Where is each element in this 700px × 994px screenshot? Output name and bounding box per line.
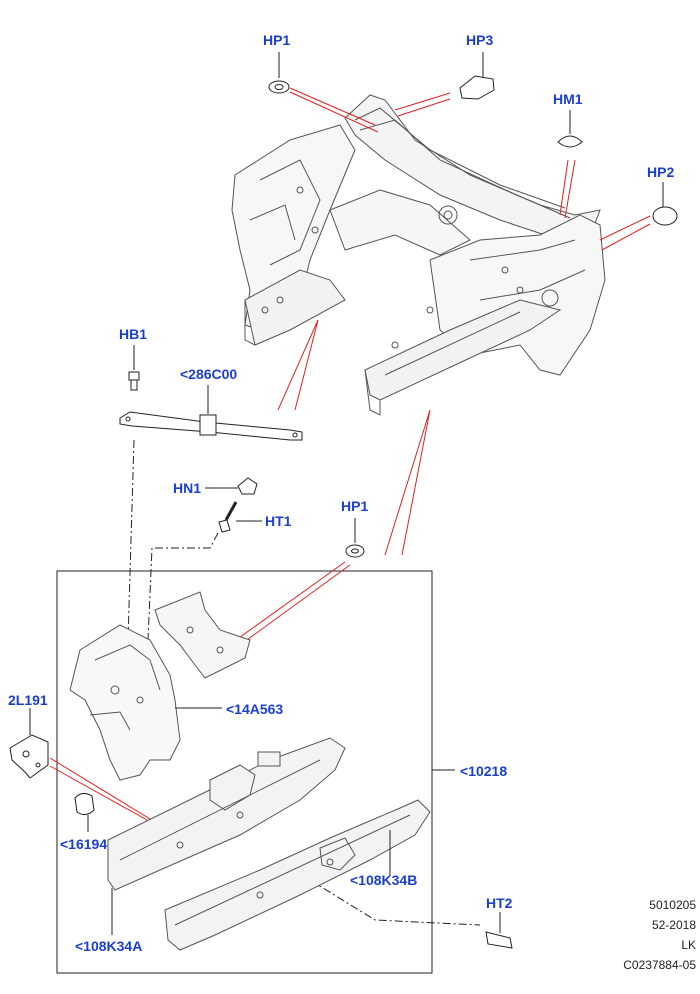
ref-line-1: 5010205 (649, 898, 696, 912)
ht2-bolt (485, 912, 513, 949)
front-body-structure (231, 94, 606, 416)
ref-line-2: 52-2018 (651, 918, 696, 932)
assembly-box (56, 570, 433, 974)
callout-hm1: HM1 (553, 91, 583, 107)
rail-108k34b (164, 799, 431, 951)
bracket-2l191 (9, 708, 49, 779)
brace-bar-286c00 (119, 385, 303, 441)
dash-panel-upper (154, 591, 251, 679)
callout-108k34b: <108K34B (350, 872, 418, 888)
callout-hp2: HP2 (647, 164, 675, 180)
callout-hp1-mid: HP1 (341, 498, 369, 514)
rail-108k34a (107, 737, 346, 935)
ref-line-4: C0237884-05 (623, 958, 696, 972)
callout-hp3: HP3 (466, 32, 494, 48)
callout-286c00: <286C00 (180, 366, 238, 382)
callout-ht1: HT1 (265, 513, 292, 529)
hp3-plug (459, 52, 495, 100)
callout-16194: <16194 (60, 836, 108, 852)
callout-hn1: HN1 (173, 480, 202, 496)
callout-ht2: HT2 (486, 895, 513, 911)
hp1-mid-plug (345, 518, 365, 558)
callout-hp1-top: HP1 (263, 32, 291, 48)
callout-2l191: 2L191 (8, 692, 48, 708)
callout-108k34a: <108K34A (75, 938, 143, 954)
hp2-plug (652, 182, 678, 226)
callout-10218: <10218 (460, 763, 508, 779)
hb1-bolt (128, 345, 140, 391)
dash-panel-14a563 (69, 624, 222, 781)
hn1-clip (205, 477, 258, 495)
callout-14a563: <14A563 (226, 701, 284, 717)
ref-line-3: LK (681, 938, 696, 952)
hm1-plug (557, 110, 583, 148)
hp1-top-plug (268, 52, 290, 94)
red-leaders-top (277, 87, 651, 556)
bush-16194 (74, 792, 95, 832)
ht1-stud (218, 501, 262, 533)
callout-hb1: HB1 (119, 326, 148, 342)
red-leaders-lower (49, 561, 351, 831)
dashdot-leaders (127, 439, 481, 926)
